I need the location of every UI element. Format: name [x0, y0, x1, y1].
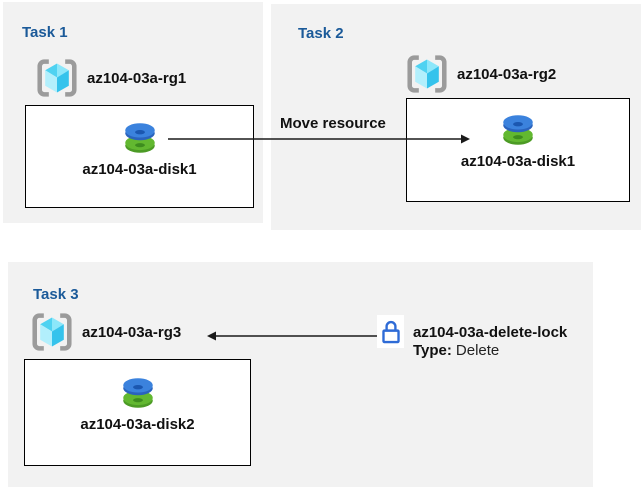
resource-group-name: az104-03a-rg2 [457, 65, 557, 83]
task1-panel: Task 1 az104-03a-rg1 az104-03a-disk1 [3, 2, 263, 223]
resource-group-icon [407, 55, 447, 93]
disk-icon [122, 378, 153, 408]
task2-disk-box: az104-03a-disk1 [406, 98, 630, 202]
task3-disk-box: az104-03a-disk2 [24, 359, 251, 466]
delete-lock-info: az104-03a-delete-lock Type:Delete [413, 324, 567, 359]
lock-type-label: Type: [413, 341, 452, 359]
delete-lock [377, 315, 404, 348]
task1-title: Task 1 [22, 24, 68, 42]
task1-disk-box: az104-03a-disk1 [25, 105, 254, 208]
lock-type-value: Delete [455, 341, 500, 359]
task2-panel: Task 2 az104-03a-rg2 az104-03a-disk1 [271, 4, 641, 230]
resource-group-name: az104-03a-rg3 [82, 323, 182, 341]
task3-panel: Task 3 az104-03a-rg3 az104-03a-disk2 [8, 262, 593, 487]
disk-name: az104-03a-disk1 [82, 161, 197, 178]
delete-lock-type: Type:Delete [413, 342, 567, 360]
task2-resource-group: az104-03a-rg2 [406, 54, 556, 94]
disk-icon [124, 123, 155, 153]
disk-name: az104-03a-disk1 [460, 153, 576, 170]
resource-group-icon [32, 313, 72, 351]
delete-lock-name: az104-03a-delete-lock [413, 324, 568, 341]
task3-resource-group: az104-03a-rg3 [31, 312, 181, 352]
task1-resource-group: az104-03a-rg1 [36, 58, 186, 98]
disk-name: az104-03a-disk2 [80, 416, 195, 433]
resource-group-name: az104-03a-rg1 [87, 69, 187, 87]
move-resource-label: Move resource [280, 115, 386, 132]
disk-icon [503, 115, 533, 145]
task3-title: Task 3 [33, 286, 79, 304]
task2-title: Task 2 [298, 25, 344, 43]
resource-group-icon [37, 59, 77, 97]
lock-icon [381, 320, 400, 343]
